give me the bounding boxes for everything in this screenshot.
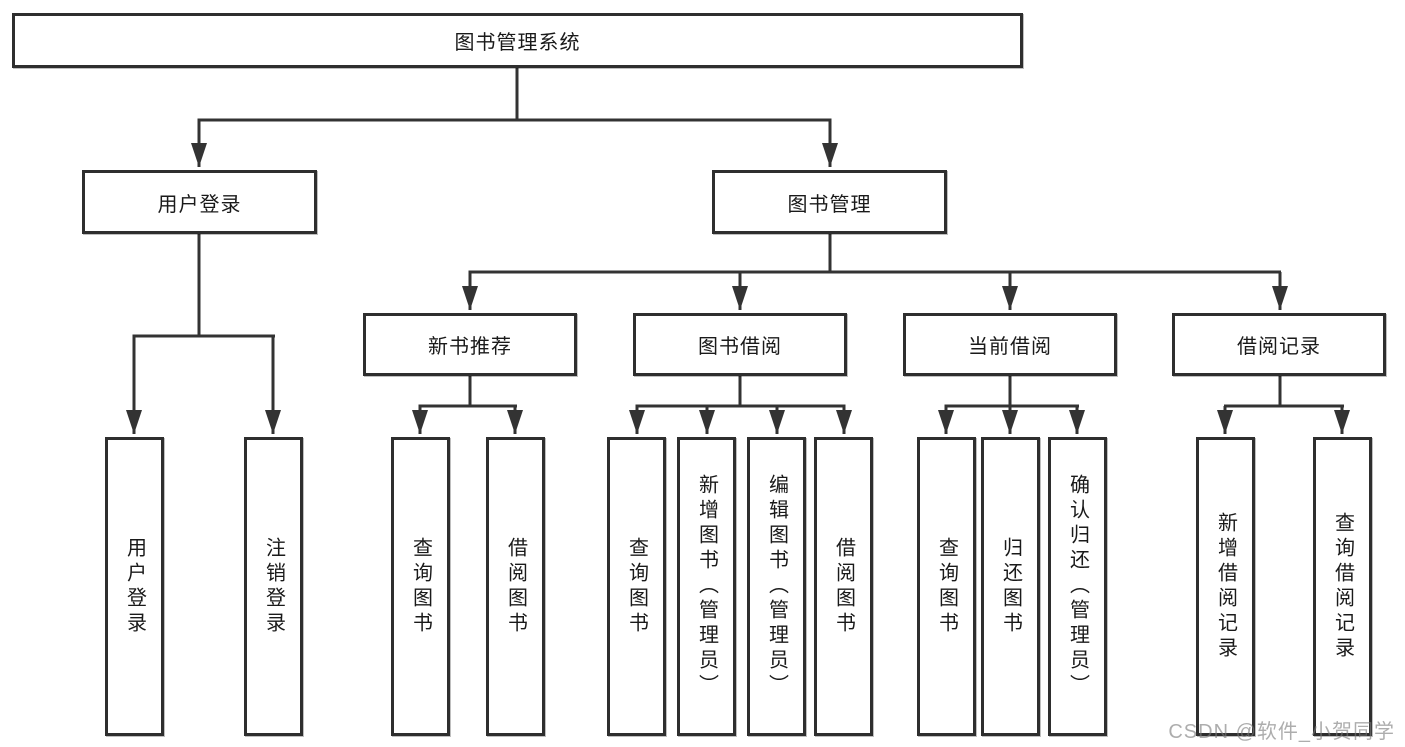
node-book-management: 图书管理 xyxy=(712,170,947,234)
node-label: 编辑图书（管理员） xyxy=(765,474,788,699)
node-book-borrowing: 图书借阅 xyxy=(633,313,847,376)
node-label: 查询图书 xyxy=(409,536,432,637)
node-label: 借阅记录 xyxy=(1237,336,1321,358)
node-label: 确认归还（管理员） xyxy=(1066,474,1089,699)
node-label: 注销登录 xyxy=(262,536,285,637)
leaf-user-login: 用户登录 xyxy=(105,437,164,736)
node-label: 查询图书 xyxy=(935,536,958,637)
node-label: 图书管理 xyxy=(787,193,872,216)
node-new-book-recommendation: 新书推荐 xyxy=(363,313,577,376)
leaf-borrow-books-recommend: 借阅图书 xyxy=(486,437,545,736)
node-label: 当前借阅 xyxy=(968,336,1052,358)
node-user-login: 用户登录 xyxy=(82,170,317,234)
node-label: 新增借阅记录 xyxy=(1214,511,1237,662)
node-label: 图书管理系统 xyxy=(454,32,581,54)
node-label: 新书推荐 xyxy=(428,336,512,358)
node-label: 查询图书 xyxy=(625,536,648,637)
leaf-query-books-borrowing: 查询图书 xyxy=(607,437,666,736)
leaf-add-books-admin: 新增图书（管理员） xyxy=(677,437,736,736)
node-current-borrowing: 当前借阅 xyxy=(903,313,1117,376)
leaf-query-borrowing-record: 查询借阅记录 xyxy=(1313,437,1372,736)
node-borrowing-records: 借阅记录 xyxy=(1172,313,1386,376)
node-label: 借阅图书 xyxy=(832,536,855,637)
leaf-add-borrowing-record: 新增借阅记录 xyxy=(1196,437,1255,736)
leaf-return-books: 归还图书 xyxy=(981,437,1040,736)
node-label: 新增图书（管理员） xyxy=(695,474,718,699)
node-label: 用户登录 xyxy=(123,536,146,637)
node-root-library-management-system: 图书管理系统 xyxy=(12,13,1023,68)
leaf-edit-books-admin: 编辑图书（管理员） xyxy=(747,437,806,736)
leaf-logout: 注销登录 xyxy=(244,437,303,736)
leaf-confirm-return-admin: 确认归还（管理员） xyxy=(1048,437,1107,736)
node-label: 图书借阅 xyxy=(698,336,782,358)
csdn-watermark: CSDN @软件_小贺同学 xyxy=(1168,721,1395,743)
node-label: 借阅图书 xyxy=(504,536,527,637)
node-label: 查询借阅记录 xyxy=(1331,511,1354,662)
leaf-query-books-recommend: 查询图书 xyxy=(391,437,450,736)
node-label: 用户登录 xyxy=(157,193,242,216)
node-label: 归还图书 xyxy=(999,536,1022,637)
leaf-query-books-current: 查询图书 xyxy=(917,437,976,736)
leaf-borrow-books: 借阅图书 xyxy=(814,437,873,736)
